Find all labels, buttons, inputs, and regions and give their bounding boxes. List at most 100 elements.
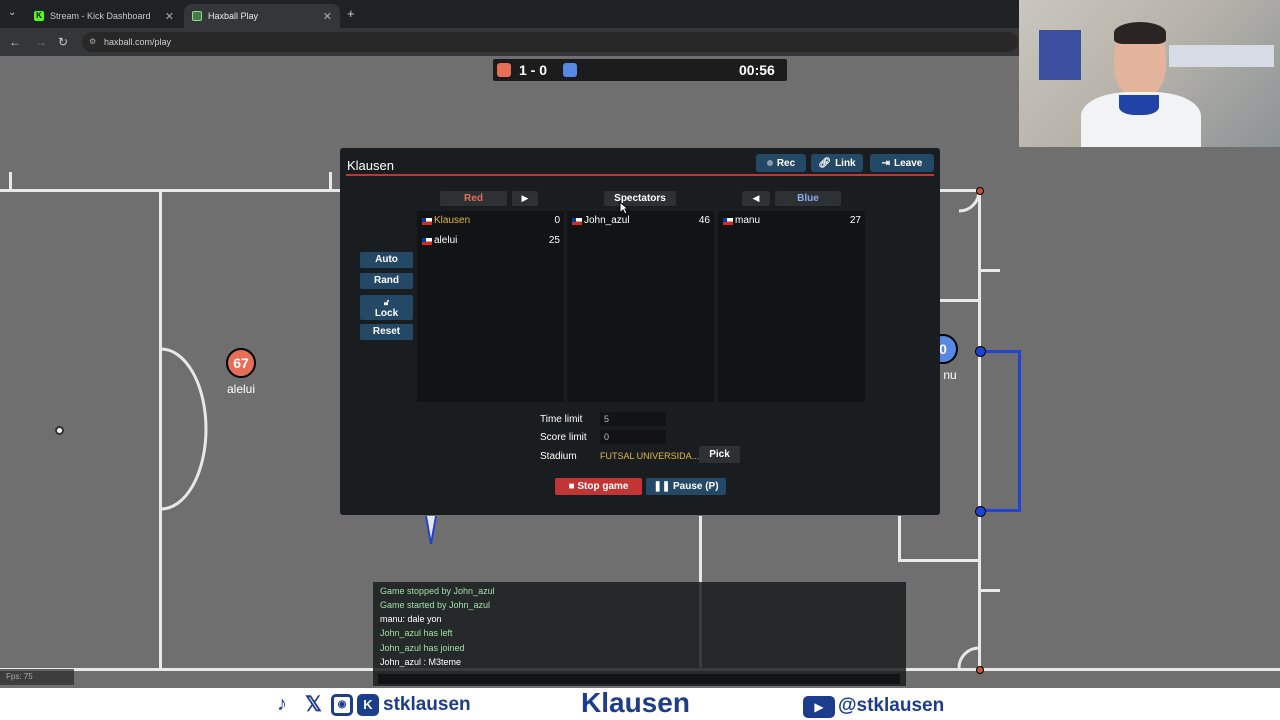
wall-flag [1039,30,1081,80]
spectators-list[interactable]: John_azul 46 [567,211,714,402]
corner-post [976,666,984,674]
time-limit-select[interactable]: 5 [600,412,666,426]
blue-goal-net-bottom [980,509,1020,512]
chat-message: manu: dale yon [380,614,442,624]
pause-label: Pause (P) [672,481,719,492]
scoreboard: 1 - 0 00:56 [493,59,787,81]
kick-icon: K [357,694,379,716]
url-text: haxball.com/play [104,37,172,47]
stream-banner: ♪ 𝕏 ◉ K stklausen Klausen ▶ @stklausen [0,687,1280,720]
time-limit-label: Time limit [540,414,583,425]
chile-flag-icon [723,218,733,225]
player-name: John_azul [584,215,630,226]
wall-banner [1169,45,1274,67]
blue-team-list[interactable]: manu 27 [718,211,865,402]
link-label: Link [835,157,856,169]
player-score: 46 [698,215,710,226]
lock-label: Lock [374,308,399,319]
goal-post [975,346,986,357]
corner-post [976,187,984,195]
player-name: alelui [434,235,458,246]
leave-button[interactable]: ⇥ Leave [870,154,934,172]
field-top-line-right [938,189,980,192]
move-to-red-button[interactable]: ▶ [512,191,538,206]
new-tab-icon[interactable]: + [347,6,355,21]
reset-button[interactable]: Reset [360,324,413,340]
field-mark [980,269,1000,272]
rand-button[interactable]: Rand [360,273,413,289]
field-top-line-left [0,189,340,192]
reload-icon[interactable]: ↻ [57,35,69,49]
stop-game-button[interactable]: ■ Stop game [555,478,642,495]
penalty-box-bottom [898,559,980,562]
pause-button[interactable]: ❚❚ Pause (P) [646,478,726,495]
room-title: Klausen [347,158,394,173]
url-input[interactable]: ⚙ haxball.com/play [82,32,1018,52]
player-name: manu [735,215,761,226]
leave-label: Leave [894,157,923,169]
chat-panel: Game stopped by John_azul Game started b… [373,582,906,686]
unlock-icon: 🔓︎ [383,298,390,307]
close-tab-icon[interactable]: ✕ [164,10,174,23]
score-limit-select[interactable]: 0 [600,430,666,444]
auto-button[interactable]: Auto [360,252,413,268]
player-row[interactable]: John_azul 46 [567,215,714,229]
chat-message: John_azul : M3teme [380,657,462,667]
tab-list-chevron-icon[interactable]: ⌄ [8,7,17,18]
haxball-icon [192,11,202,21]
player-name: Klausen [434,215,471,226]
site-info-icon[interactable]: ⚙ [89,37,97,46]
lock-button[interactable]: 🔓︎ Lock [360,295,413,320]
mouse-cursor-icon [619,201,629,215]
link-button[interactable]: 🔗︎ Link [811,154,863,172]
goal-post [975,506,986,517]
player-number: 0 [939,341,947,357]
field-corner-mark [9,172,12,190]
chat-message: John_azul has joined [380,643,465,653]
tiktok-icon: ♪ [277,693,287,715]
red-team-list[interactable]: Klausen 0 alelui 25 [417,211,564,402]
blue-team-header[interactable]: Blue [775,191,841,206]
red-team-square [497,63,511,77]
forward-icon[interactable]: → [35,35,47,49]
player-row[interactable]: Klausen 0 [417,215,564,229]
player-name-label: alelui [226,382,256,396]
kick-indicator-icon [425,515,437,545]
tab-haxball-play[interactable]: Haxball Play ✕ [184,4,340,28]
field-corner-mark [329,172,332,190]
score-limit-label: Score limit [540,432,587,443]
penalty-box-top [938,299,980,302]
kick-icon: K [34,11,44,21]
link-icon: 🔗︎ [818,157,832,169]
streamer-hair [1114,22,1166,44]
room-dialog: Klausen Rec 🔗︎ Link ⇥ Leave Red ▶ Specta… [340,148,940,515]
rec-button[interactable]: Rec [756,154,806,172]
corner-arc-bottom [957,646,980,669]
penalty-line-left [159,190,162,670]
red-team-header[interactable]: Red [440,191,507,206]
move-to-blue-button[interactable]: ◀ [742,191,770,206]
score-text: 1 - 0 [519,62,548,78]
ball [55,426,64,435]
webcam-overlay [1019,0,1280,147]
player-row[interactable]: alelui 25 [417,235,564,249]
player-name-label: nu [943,368,957,382]
tab-title: Haxball Play [208,11,259,21]
stadium-name: FUTSAL UNIVERSIDA... [600,451,700,461]
tab-title: Stream - Kick Dashboard [50,11,151,21]
penalty-box-side [898,516,901,561]
stop-icon: ■ [568,481,575,492]
record-icon [766,160,773,166]
tab-kick-dashboard[interactable]: K Stream - Kick Dashboard ✕ [26,4,182,28]
chat-input[interactable] [378,674,900,684]
pick-stadium-button[interactable]: Pick [699,446,740,463]
close-tab-icon[interactable]: ✕ [322,10,332,23]
player-score: 25 [548,235,560,246]
player-row[interactable]: manu 27 [718,215,865,229]
blue-team-square [563,63,577,77]
blue-goal-net-top [980,350,1020,353]
back-icon[interactable]: ← [9,35,21,49]
rec-label: Rec [776,157,796,169]
spectators-header[interactable]: Spectators [604,191,676,206]
x-icon: 𝕏 [305,693,322,716]
